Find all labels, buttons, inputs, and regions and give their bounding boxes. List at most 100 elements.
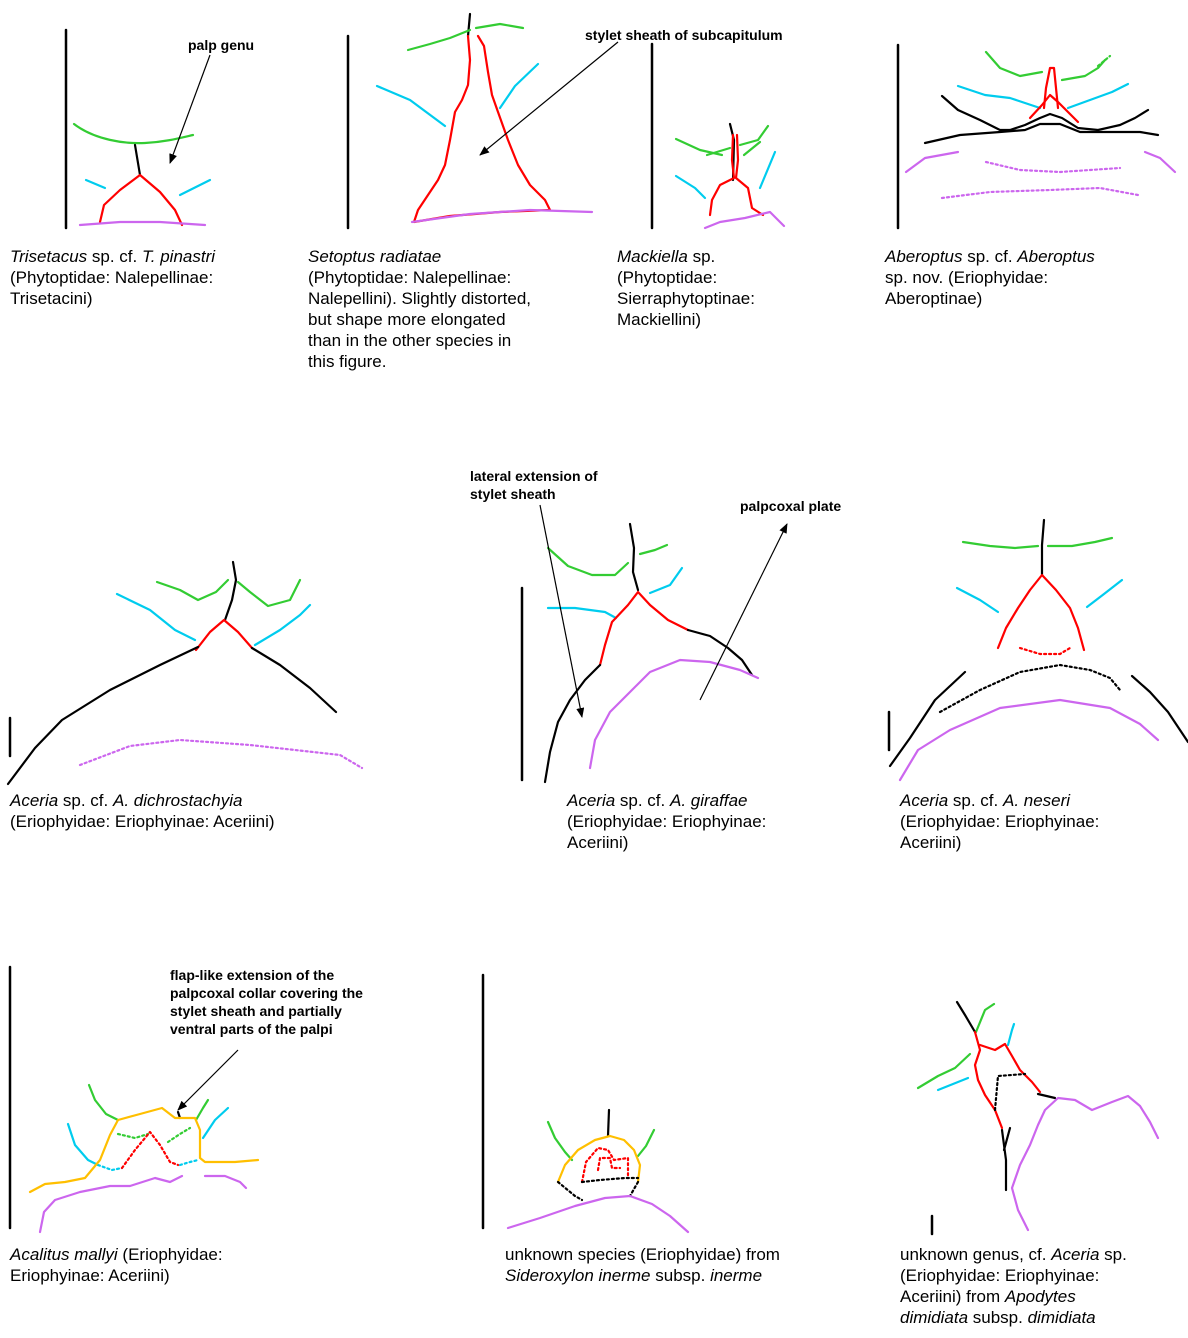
palpcoxal-plate [506,1194,690,1234]
caption-setoptus: Setoptus radiatae (Phytoptidae: Nalepell… [308,247,531,371]
caption-aceria-dichrostachyia: Aceria sp. cf. A. dichrostachyia (Erioph… [10,791,275,831]
outline-line [940,94,1150,132]
palp-line [201,1106,230,1140]
palpcoxal-plate [78,220,207,227]
outline-line [923,122,1160,145]
outline-line [1000,1128,1008,1192]
caption-mackiella: Mackiella sp. (Phytoptidae: Sierraphytop… [617,247,755,329]
palp-genu-line [546,1120,574,1162]
label-stylet-sheath: stylet sheath of subcapitulum [585,27,783,43]
stylet-sheath-dotted [1018,646,1072,656]
outline-line [686,628,754,677]
palp-genu-line [1060,58,1107,82]
palpcoxal-plate [1143,150,1177,174]
outline-line [223,560,238,622]
outline-line [1002,1126,1012,1152]
palp-genu-line [705,146,732,157]
label-lateral-extension: lateral extension of stylet sheath [470,468,598,502]
outline-line [466,12,472,38]
outline-line [133,143,142,177]
palp-line [648,566,684,595]
palp-genu-line-dotted [116,1132,150,1140]
panel-trisetacus [64,28,212,230]
outline-line [888,670,967,768]
palp-line [178,178,212,197]
outline-line [955,1000,977,1034]
stylet-sheath [98,173,184,227]
palpcoxal-plate-dotted [78,738,364,770]
outline-line [6,645,200,786]
panel-aceria-dichrostachyia [6,560,364,786]
palp-genu-line [638,543,669,556]
panel-aberoptus [896,43,1177,230]
palp-genu-line [72,122,195,145]
caption-acalitus-mallyi: Acalitus mallyi (Eriophyidae: Eriophyina… [10,1245,223,1285]
palp-line [1066,82,1130,110]
panel-setoptus [346,12,619,230]
palp-genu-line [984,50,1044,78]
palp-line [956,84,1042,110]
palpcoxal-plate [410,208,594,224]
palp-genu-line [1046,536,1114,548]
outline-line [628,522,640,592]
palpcoxal-plate [38,1174,184,1234]
outline-line [606,1108,611,1138]
caption-unknown-species: unknown species (Eriophyidae) from Sider… [505,1245,780,1285]
palp-genu-line [974,1002,996,1034]
outline-line-dotted [628,1180,640,1198]
palp-line [546,606,618,620]
palp-genu-line [546,546,630,577]
palpcoxal-plate [588,658,760,770]
palp-line [375,84,447,128]
palp-genu-line [742,140,762,157]
palp-genu-line [961,540,1040,550]
stylet-sheath [412,34,552,224]
palp-line-dotted [96,1163,124,1172]
panel-acalitus-mallyi [8,965,260,1234]
panel-aceria-neseri [887,518,1188,782]
annotation-arrow [177,1049,239,1111]
palp-line [115,592,197,642]
palp-genu-line [194,1098,210,1122]
label-palp-genu: palp genu [188,37,255,53]
palpcoxal-plate [904,150,960,174]
palpcoxal-plate-dotted [984,160,1122,174]
outline-line-dotted [938,663,1122,714]
annotation-arrow [479,41,619,156]
palp-line [1006,1022,1016,1047]
palp-line-dotted [178,1158,200,1167]
palp-genu-line [474,22,525,30]
outline-line-dotted [556,1180,584,1202]
caption-aceria-giraffae: Aceria sp. cf. A. giraffae (Eriophyidae:… [567,791,767,852]
panel-unknown-genus [916,1000,1160,1236]
palp-line [955,586,1000,614]
panel-unknown-species [481,973,690,1234]
palp-line [84,178,107,190]
caption-trisetacus: Trisetacus sp. cf. T. pinastri (Phytopti… [10,247,216,308]
stylet-sheath [598,590,690,667]
caption-aberoptus: Aberoptus sp. cf. Aberoptus sp. nov. (Er… [885,247,1095,308]
palpcoxal-plate [203,1174,248,1190]
stylet-sheath [734,133,765,217]
palp-line [66,1122,100,1167]
outline-line-dotted [580,1176,640,1184]
palp-line [936,1076,970,1092]
outline-line [543,663,602,784]
outline-line [250,646,338,714]
palp-line [498,62,540,110]
palpcoxal-plate [703,210,786,230]
collar-flap [28,1106,260,1194]
annotation-arrow [539,504,585,718]
palp-genu-line [87,1083,120,1122]
panel-mackiella [650,42,786,230]
stylet-sheath-dotted [596,1156,622,1172]
palp-line [758,150,777,190]
palp-genu-line [636,1128,656,1158]
annotation-arrow [169,54,211,164]
palpcoxal-plate [898,698,1160,782]
caption-unknown-genus: unknown genus, cf. Aceria sp. (Eriophyid… [900,1245,1127,1327]
label-palpcoxal-plate: palpcoxal plate [740,498,842,514]
stylet-sheath-dotted [580,1146,630,1184]
collar-flap [556,1134,642,1184]
